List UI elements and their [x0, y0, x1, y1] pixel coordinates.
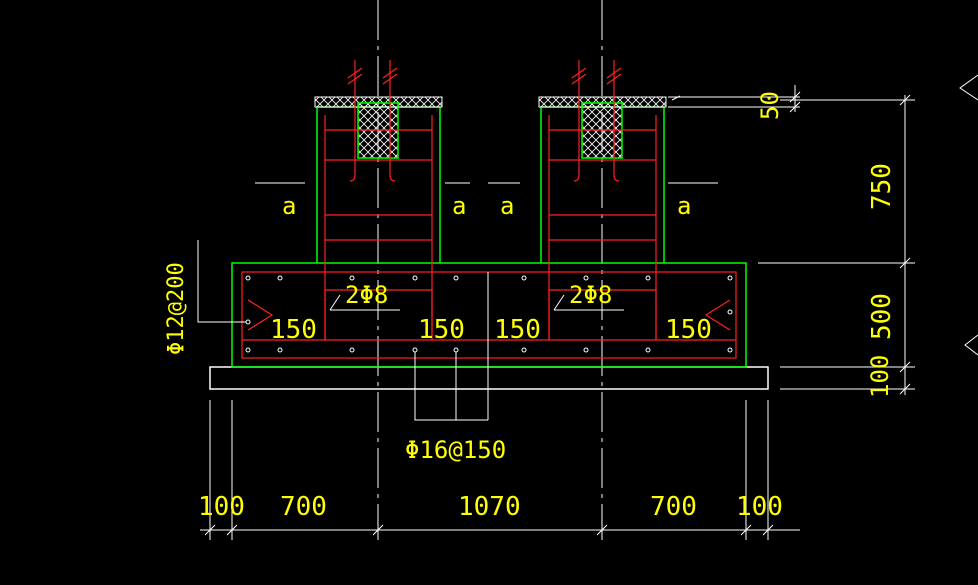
label-stirrup-right: 2Φ8 — [569, 281, 612, 309]
dim-v-50: 50 — [756, 91, 784, 120]
center-lines — [377, 0, 603, 540]
label-bottom-bar: Φ16@150 — [405, 436, 506, 464]
bedding-slab — [209, 366, 769, 390]
section-mark-3: a — [500, 192, 514, 220]
label-150-2: 150 — [418, 315, 465, 345]
dimension-lines — [200, 74, 978, 540]
dim-h-100-right: 100 — [736, 492, 783, 522]
label-150-1: 150 — [270, 315, 317, 345]
section-mark-4: a — [677, 192, 691, 220]
label-150-4: 150 — [665, 315, 712, 345]
dim-h-700-left: 700 — [280, 492, 327, 522]
dim-h-700-right: 700 — [650, 492, 697, 522]
dim-v-500: 500 — [867, 293, 897, 340]
label-top-bar: Φ12@200 — [164, 262, 189, 355]
rebar-beam — [241, 271, 737, 359]
dim-v-750: 750 — [867, 163, 897, 210]
label-stirrup-left: 2Φ8 — [345, 281, 388, 309]
leader-lines — [197, 240, 624, 421]
foundation-beam — [231, 262, 747, 368]
dim-h-1070: 1070 — [458, 492, 521, 522]
dim-v-100: 100 — [866, 355, 894, 398]
dim-h-100-left: 100 — [198, 492, 245, 522]
section-mark-1: a — [282, 192, 296, 220]
section-mark-2: a — [452, 192, 466, 220]
label-150-3: 150 — [494, 315, 541, 345]
